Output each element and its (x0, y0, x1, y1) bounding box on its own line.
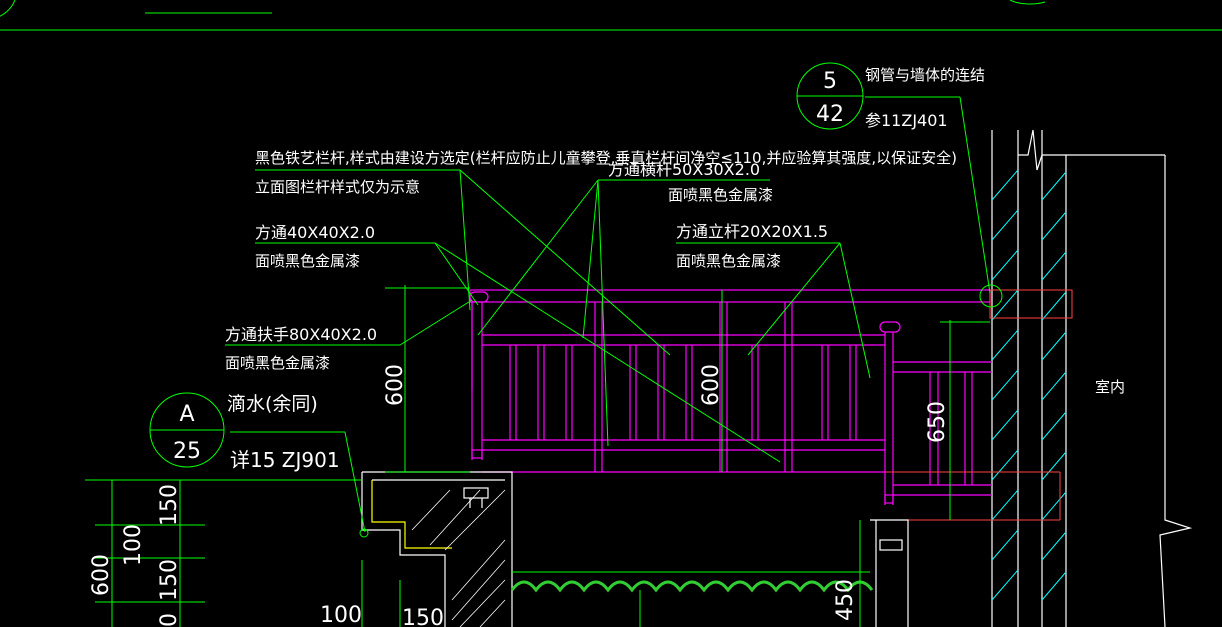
dim-left-total: 600 (89, 554, 114, 596)
dim-middle-height: 600 (699, 364, 724, 406)
dimension-lines (85, 285, 990, 627)
dim-bottom-100: 100 (320, 603, 362, 627)
dim-right-height: 650 (925, 401, 950, 443)
label-indoor: 室内 (1095, 378, 1125, 396)
note-post-20-line1: 方通立杆20X20X1.5 (676, 222, 828, 241)
dim-bottom-450: 450 (833, 579, 858, 621)
note-drip: 滴水(余同) (227, 393, 318, 415)
dim-left-0: 0 (157, 613, 182, 627)
note-rail-50-line1: 方通横杆50X30X2.0 (608, 160, 760, 179)
note-rail-50-line2: 面喷黑色金属漆 (668, 186, 773, 204)
red-structure-lines (885, 289, 1073, 521)
note-handrail-line1: 方通扶手80X40X2.0 (225, 325, 377, 344)
slab-section (361, 471, 909, 627)
callout-upper: 5 (823, 69, 837, 94)
annotations: 黑色铁艺栏杆,样式由建设方选定(栏杆应防止儿童攀登,垂直栏杆间净空≤110,并应… (225, 66, 1125, 472)
note-railing-elevation: 立面图栏杆样式仅为示意 (255, 178, 420, 196)
railing-elevation (469, 289, 992, 505)
note-post-20-line2: 面喷黑色金属漆 (676, 252, 781, 270)
note-post-40-line1: 方通40X40X2.0 (255, 223, 375, 242)
dim-bottom-150: 150 (402, 606, 444, 627)
note-wall-connection-ref: 参11ZJ401 (865, 111, 948, 130)
dimension-text: 600 600 650 600 100 150 150 0 100 150 45… (89, 364, 950, 627)
ground-fill (510, 571, 874, 593)
callout-lower: 25 (173, 439, 201, 464)
note-railing-main: 黑色铁艺栏杆,样式由建设方选定(栏杆应防止儿童攀登,垂直栏杆间净空≤110,并应… (255, 149, 957, 167)
railing-balusters (509, 345, 857, 440)
detail-callout-5-42[interactable]: 5 42 (796, 62, 864, 130)
frame-lines (0, 0, 1222, 31)
dim-left-150b: 150 (157, 559, 182, 601)
detail-callout-a-25[interactable]: A 25 (149, 392, 225, 468)
dim-railing-height: 600 (383, 364, 408, 406)
dim-left-100: 100 (121, 524, 146, 566)
note-handrail-line2: 面喷黑色金属漆 (225, 354, 330, 372)
note-post-40-line2: 面喷黑色金属漆 (255, 252, 360, 270)
callout-lower: 42 (816, 102, 844, 127)
dim-left-150a: 150 (157, 484, 182, 526)
note-detail-ref: 详15 ZJ901 (230, 448, 340, 472)
wall-section (991, 129, 1193, 627)
callout-upper: A (179, 402, 194, 427)
note-wall-connection: 钢管与墙体的连结 (865, 66, 985, 84)
